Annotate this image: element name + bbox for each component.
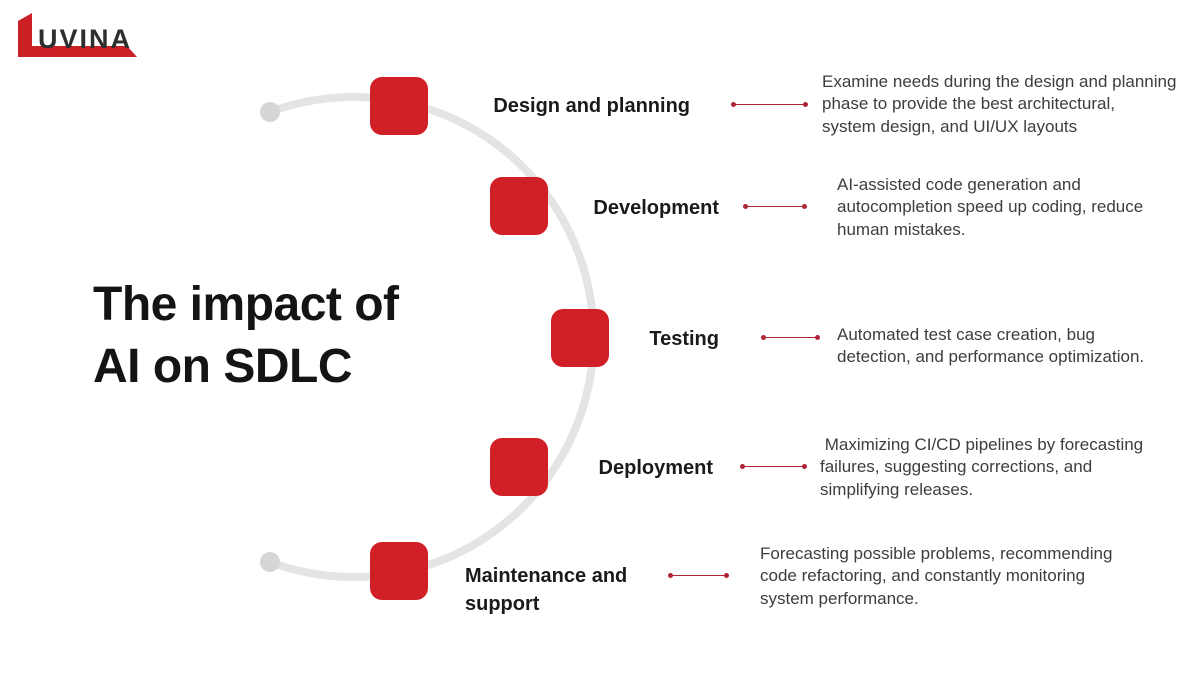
arc-start-dot bbox=[260, 102, 280, 122]
stage-description-maintenance-and-support: Forecasting possible problems, recommend… bbox=[760, 544, 1113, 608]
stage-node-maintenance-and-support bbox=[370, 542, 428, 600]
stage-node-design-and-planning bbox=[370, 77, 428, 135]
logo-l-mark-icon bbox=[18, 13, 137, 57]
stage-description-design-and-planning: Examine needs during the design and plan… bbox=[822, 72, 1177, 136]
stage-label-design-and-planning: Design and planning bbox=[493, 95, 690, 117]
stage-description-development: AI-assisted code generation and autocomp… bbox=[837, 175, 1144, 239]
stage-node-deployment bbox=[490, 438, 548, 496]
luvina-logo: UVINA bbox=[14, 10, 140, 60]
stage-node-development bbox=[490, 177, 548, 235]
luvina-logo-graphic: UVINA bbox=[18, 13, 137, 57]
connector-line-design-and-planning bbox=[731, 101, 808, 107]
stage-label-development: Development bbox=[593, 197, 719, 219]
page-title: The impact of AI on SDLC bbox=[93, 278, 399, 393]
stage-description-deployment: Maximizing CI/CD pipelines by forecastin… bbox=[820, 435, 1144, 499]
stage-description-testing: Automated test case creation, bug detect… bbox=[837, 325, 1145, 367]
connector-line-development bbox=[743, 203, 807, 209]
stage-node-testing bbox=[551, 309, 609, 367]
logo-wordmark: UVINA bbox=[38, 24, 132, 54]
stage-label-testing: Testing bbox=[649, 328, 719, 350]
connector-line-deployment bbox=[740, 463, 807, 469]
stage-label-deployment: Deployment bbox=[598, 457, 713, 479]
connector-line-maintenance-and-support bbox=[668, 572, 729, 578]
arc-end-dot bbox=[260, 552, 280, 572]
stage-label-maintenance-and-support: Maintenance and support bbox=[465, 565, 628, 615]
connector-line-testing bbox=[761, 334, 820, 340]
